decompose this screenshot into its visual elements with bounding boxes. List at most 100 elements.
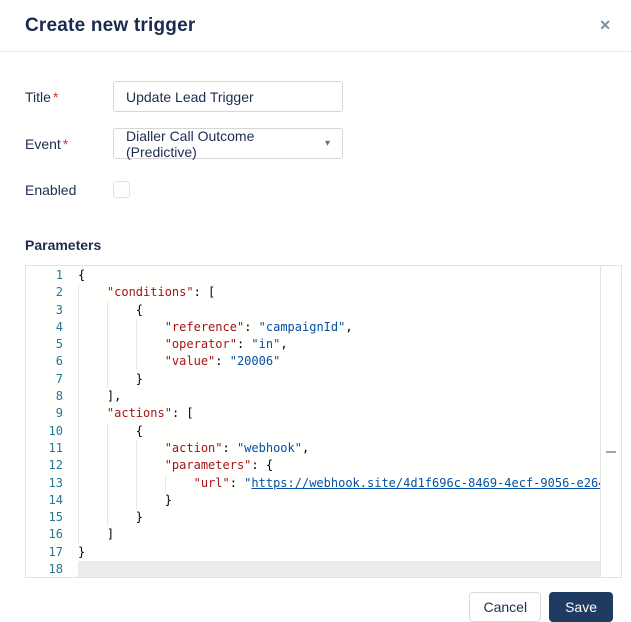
line-number: 6 <box>55 354 63 369</box>
editor-scrollbar[interactable] <box>600 266 621 577</box>
indent-guide-line <box>78 509 79 527</box>
indent-guide-line <box>78 439 79 458</box>
code-token: } <box>135 510 144 525</box>
code-token: , <box>280 337 288 352</box>
code-line[interactable]: } <box>78 491 600 510</box>
code-token: ], <box>106 389 122 404</box>
indent-guide-line <box>78 405 79 423</box>
code-line[interactable]: } <box>78 370 600 389</box>
required-asterisk: * <box>62 135 69 152</box>
indent-guide-line <box>106 509 108 527</box>
code-line[interactable]: "operator": "in", <box>78 336 600 354</box>
line-number: 3 <box>55 302 63 317</box>
modal-body: Title* Event* Dialler Call Outcome (Pred… <box>0 81 631 622</box>
code-line[interactable]: { <box>78 301 600 319</box>
close-icon[interactable]: ✕ <box>599 17 611 33</box>
indent-guide-line <box>164 474 166 492</box>
event-select[interactable]: Dialler Call Outcome (Predictive) ▾ <box>113 127 343 160</box>
code-line[interactable]: "value": "20006" <box>78 353 600 371</box>
cancel-button[interactable]: Cancel <box>469 592 542 622</box>
code-token <box>78 320 165 334</box>
code-token: : <box>229 475 245 490</box>
code-token: { <box>78 268 86 282</box>
save-button[interactable]: Save <box>549 592 613 622</box>
code-token: : <box>236 337 252 352</box>
code-token <box>78 458 165 472</box>
code-token: : <box>244 319 259 334</box>
indent-guide-line <box>78 284 79 302</box>
code-token: } <box>78 544 86 559</box>
code-line[interactable]: "actions": [ <box>78 405 600 423</box>
line-number: 18 <box>48 562 63 577</box>
indent-guide-line <box>106 318 108 337</box>
code-line[interactable]: } <box>78 509 600 527</box>
code-lines[interactable]: { "conditions": [ { "reference": "campai… <box>78 266 600 577</box>
code-token <box>78 337 165 351</box>
code-token: "conditions" <box>106 285 194 300</box>
code-line[interactable]: ], <box>78 388 600 406</box>
code-token: "parameters" <box>164 458 252 473</box>
indent-guide-line <box>78 457 79 475</box>
event-row: Event* Dialler Call Outcome (Predictive)… <box>25 127 622 160</box>
webhook-url-link[interactable]: https://webhook.site/4d1f696c-8469-4ecf-… <box>251 475 600 490</box>
indent-guide-line <box>106 457 108 475</box>
code-token: : [ <box>171 406 194 421</box>
code-line[interactable]: { <box>78 422 600 440</box>
indent-guide-line <box>135 457 137 475</box>
indent-guide-line <box>78 474 79 492</box>
title-input[interactable] <box>113 81 343 112</box>
code-token: } <box>164 492 172 507</box>
indent-guide-line <box>106 301 108 319</box>
code-token: , <box>345 319 353 334</box>
code-token: "campaignId" <box>258 319 346 334</box>
line-number: 2 <box>55 285 63 300</box>
line-number: 10 <box>48 423 63 438</box>
indent-guide-line <box>78 318 79 337</box>
line-number: 9 <box>55 406 63 421</box>
code-line[interactable]: "reference": "campaignId", <box>78 318 600 337</box>
indent-guide-line <box>78 388 79 406</box>
enabled-label: Enabled <box>25 181 77 198</box>
code-token: : [ <box>193 285 216 300</box>
indent-guide-line <box>135 353 137 371</box>
indent-guide-line <box>106 370 108 389</box>
code-line[interactable]: "conditions": [ <box>78 284 600 302</box>
indent-guide-line <box>135 491 137 510</box>
code-token: " <box>244 475 252 490</box>
code-token: "webhook" <box>236 440 302 455</box>
code-token: "reference" <box>164 319 245 334</box>
line-number: 1 <box>55 268 63 282</box>
code-token: "20006" <box>229 354 281 369</box>
code-line[interactable]: "action": "webhook", <box>78 439 600 458</box>
code-token <box>78 389 107 403</box>
code-line[interactable]: "parameters": { <box>78 457 600 475</box>
line-number: 11 <box>48 440 63 455</box>
code-token <box>78 354 165 368</box>
indent-guide-line <box>78 422 79 440</box>
indent-guide-line <box>135 474 137 492</box>
event-select-value: Dialler Call Outcome (Predictive) <box>126 127 255 160</box>
code-token: "value" <box>164 354 216 369</box>
code-token: ] <box>106 527 115 542</box>
code-line[interactable]: "url": "https://webhook.site/4d1f696c-84… <box>78 474 600 492</box>
code-line[interactable] <box>78 561 600 577</box>
enabled-checkbox[interactable] <box>113 181 130 198</box>
code-token: : { <box>251 458 274 473</box>
title-row: Title* <box>25 81 622 112</box>
code-line[interactable]: { <box>78 267 600 284</box>
chevron-down-icon: ▾ <box>324 138 330 149</box>
code-line[interactable]: ] <box>78 526 600 544</box>
code-token: "operator" <box>164 337 237 352</box>
indent-guide-line <box>135 336 137 354</box>
line-number: 14 <box>48 492 63 507</box>
indent-guide-line <box>106 491 108 510</box>
modal-footer: Cancel Save <box>25 592 622 622</box>
line-number: 12 <box>48 458 63 473</box>
modal-title: Create new trigger <box>25 14 196 36</box>
code-token: "actions" <box>106 406 172 421</box>
code-token: "url" <box>193 475 230 490</box>
parameters-label: Parameters <box>25 237 102 253</box>
code-line[interactable]: } <box>78 544 600 561</box>
indent-guide-line <box>78 526 79 544</box>
